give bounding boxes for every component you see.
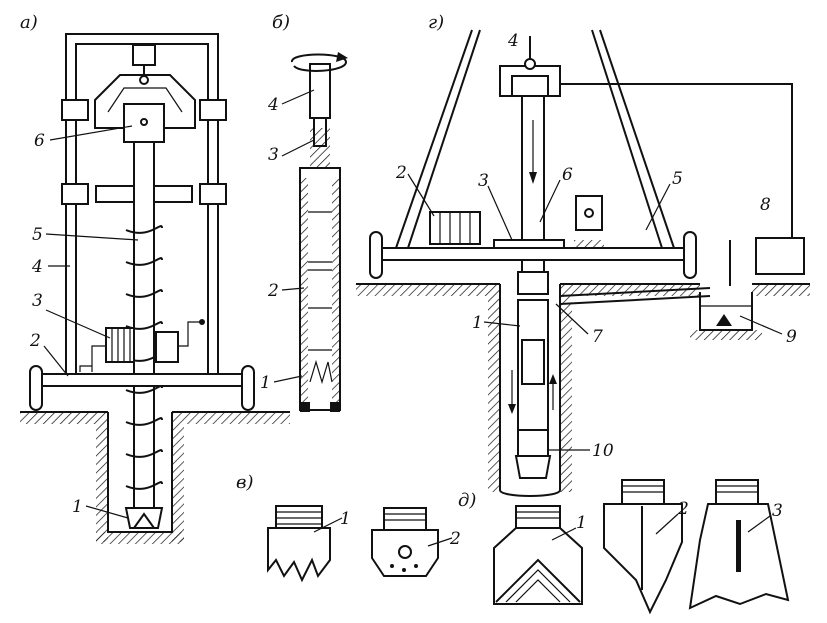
label-a-6: 6 bbox=[34, 131, 45, 151]
figure-g-rotary-rig bbox=[356, 29, 810, 497]
bit-d-1 bbox=[493, 505, 583, 605]
ground-a bbox=[20, 411, 290, 544]
label-a-3: 3 bbox=[32, 291, 43, 311]
ground-g bbox=[356, 283, 810, 497]
label-g-3: 3 bbox=[478, 171, 489, 191]
drill-string bbox=[508, 271, 557, 479]
label-g-10: 10 bbox=[592, 441, 614, 461]
figure-v-bits bbox=[267, 505, 439, 583]
figure-d-bits bbox=[493, 479, 790, 615]
label-v-2: 2 bbox=[449, 529, 461, 549]
section-label-b: б) bbox=[272, 12, 290, 33]
swivel-kelly bbox=[499, 36, 793, 287]
section-label-g: г) bbox=[428, 12, 444, 33]
label-a-4: 4 bbox=[31, 257, 43, 277]
bit-v-1 bbox=[267, 505, 331, 583]
derrick bbox=[395, 29, 675, 249]
label-d-1: 1 bbox=[576, 513, 587, 533]
label-d-3: 3 bbox=[772, 501, 783, 521]
platform-g bbox=[369, 231, 697, 279]
label-g-1: 1 bbox=[472, 313, 483, 333]
winch-g bbox=[429, 211, 481, 245]
section-label-d: д) bbox=[458, 490, 476, 511]
leader-lines bbox=[43, 89, 783, 547]
label-g-4: 4 bbox=[507, 31, 519, 51]
label-b-4: 4 bbox=[267, 95, 279, 115]
label-g-2: 2 bbox=[395, 163, 407, 183]
label-g-7: 7 bbox=[592, 327, 603, 347]
rotator-head bbox=[61, 44, 227, 143]
label-a-2: 2 bbox=[29, 331, 41, 351]
mud-system bbox=[559, 237, 805, 340]
bit-d-2 bbox=[603, 479, 683, 615]
auger-column bbox=[124, 141, 164, 529]
bit-v-2 bbox=[371, 507, 439, 577]
label-b-2: 2 bbox=[267, 281, 279, 301]
rotation-arrow bbox=[291, 53, 348, 72]
bit-d-3 bbox=[688, 479, 790, 610]
label-g-5: 5 bbox=[672, 169, 683, 189]
label-a-5: 5 bbox=[32, 225, 43, 245]
winch-a bbox=[79, 319, 205, 372]
label-b-1: 1 bbox=[260, 373, 271, 393]
figure-b-core-barrel bbox=[291, 52, 348, 412]
label-v-1: 1 bbox=[340, 509, 351, 529]
figure-a-auger-rig bbox=[20, 33, 290, 544]
base-platform-a bbox=[29, 365, 255, 411]
label-g-6: 6 bbox=[562, 165, 573, 185]
label-g-8: 8 bbox=[760, 195, 771, 215]
motor bbox=[574, 195, 604, 248]
label-g-9: 9 bbox=[786, 327, 797, 347]
label-d-2: 2 bbox=[677, 499, 689, 519]
label-b-3: 3 bbox=[268, 145, 279, 165]
section-label-v: в) bbox=[236, 472, 254, 493]
section-label-a: а) bbox=[20, 12, 38, 33]
label-a-1: 1 bbox=[72, 497, 83, 517]
